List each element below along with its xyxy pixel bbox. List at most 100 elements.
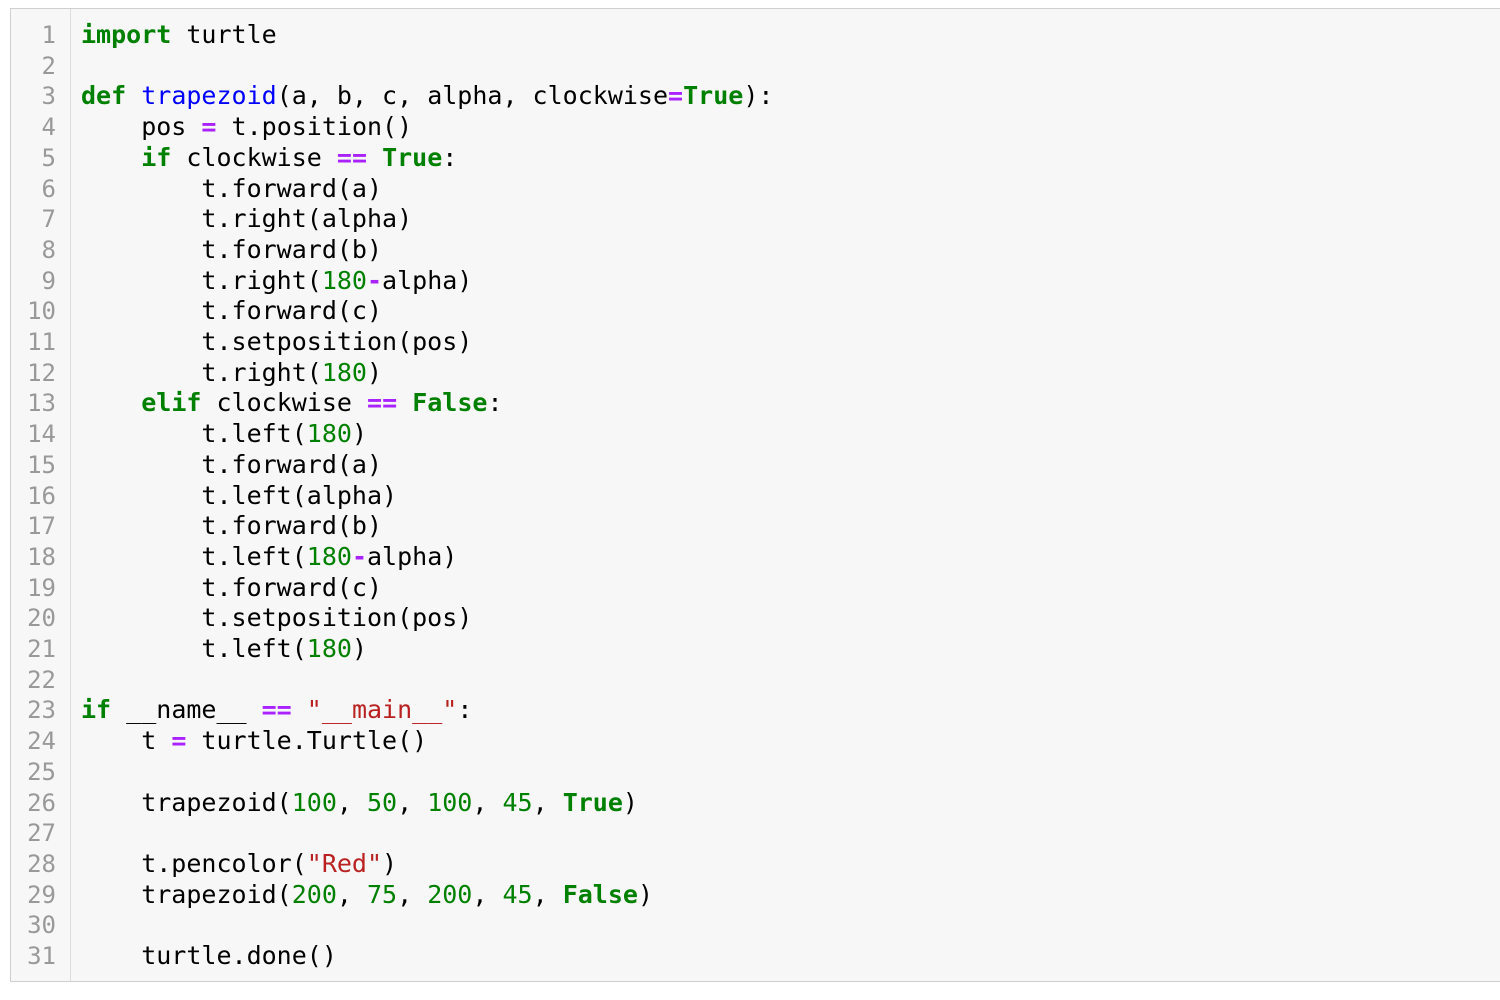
code-token: 180 (306, 419, 352, 449)
line-number: 15 (27, 450, 56, 479)
line-number: 23 (27, 696, 56, 725)
code-line[interactable]: t.pencolor("Red") (81, 849, 397, 880)
line-number: 26 (27, 788, 56, 817)
code-token: 100 (291, 787, 337, 817)
code-line[interactable]: t.forward(a) (81, 450, 382, 481)
code-token: t.right( (81, 265, 322, 295)
code-line[interactable]: t.forward(a) (81, 174, 382, 205)
code-token: if (81, 695, 112, 725)
line-number: 13 (27, 389, 56, 418)
line-number: 7 (41, 205, 56, 234)
code-token: __name__ (111, 695, 262, 725)
code-line[interactable]: import turtle (81, 20, 277, 51)
line-number: 29 (27, 880, 56, 909)
code-token: 45 (502, 787, 533, 817)
code-token: "Red" (306, 848, 383, 878)
code-line[interactable]: t.forward(b) (81, 235, 382, 266)
code-token: clockwise (201, 388, 368, 418)
code-line[interactable]: t.forward(b) (81, 511, 382, 542)
code-token: , (397, 879, 428, 909)
line-number: 1 (41, 21, 56, 49)
code-line[interactable]: turtle.done() (81, 941, 337, 972)
line-number: 28 (27, 849, 56, 878)
code-line[interactable]: t.forward(c) (81, 573, 382, 604)
code-line[interactable]: t.right(180-alpha) (81, 266, 472, 297)
code-token: ) (382, 848, 398, 878)
code-token: == (336, 142, 368, 172)
code-token: turtle.Turtle() (186, 726, 428, 756)
code-token (397, 388, 412, 417)
code-line[interactable]: pos = t.position() (81, 112, 412, 143)
code-line[interactable]: t.left(180) (81, 419, 367, 450)
code-token: 180 (321, 265, 367, 295)
code-token: 180 (306, 634, 352, 663)
code-token: , (532, 787, 563, 817)
code-line[interactable]: trapezoid(100, 50, 100, 45, True) (81, 788, 638, 819)
code-token: pos (81, 112, 202, 142)
code-line[interactable]: t.left(180-alpha) (81, 542, 457, 573)
code-token: t.left( (81, 541, 307, 571)
code-token: , (532, 879, 563, 909)
code-token: , (397, 787, 428, 817)
code-line[interactable]: t.forward(c) (81, 296, 382, 327)
code-token: - (351, 541, 367, 571)
code-token: : (442, 142, 458, 172)
line-number: 30 (27, 911, 56, 940)
code-line[interactable]: def trapezoid(a, b, c, alpha, clockwise=… (81, 81, 773, 112)
code-area[interactable]: import turtle def trapezoid(a, b, c, alph… (71, 9, 1500, 981)
code-line[interactable]: t.left(alpha) (81, 481, 397, 512)
line-number: 5 (41, 143, 56, 172)
code-token: 75 (366, 879, 398, 909)
code-token: t.right(alpha) (81, 204, 413, 234)
code-token: ) (366, 357, 383, 387)
code-token: False (412, 388, 488, 418)
code-token: , (472, 879, 503, 909)
line-number: 27 (27, 819, 56, 848)
code-token: t.forward(c) (81, 572, 383, 602)
code-token: if (141, 142, 172, 172)
line-number: 10 (27, 297, 56, 326)
code-token: t.right( (81, 357, 322, 387)
code-line[interactable]: elif clockwise == False: (81, 388, 502, 419)
code-token: 45 (502, 879, 533, 909)
code-line[interactable]: trapezoid(200, 75, 200, 45, False) (81, 880, 653, 911)
line-number: 22 (27, 665, 56, 694)
line-number: 2 (41, 51, 56, 80)
code-token: clockwise (171, 142, 337, 172)
code-token: 200 (427, 879, 473, 909)
code-token: = (668, 81, 684, 111)
code-token: alpha) (382, 265, 473, 295)
code-line[interactable]: if clockwise == True: (81, 143, 457, 174)
code-token: t.pencolor( (81, 848, 307, 878)
code-token: t.left( (81, 419, 307, 449)
code-token: 100 (427, 787, 473, 817)
code-token: : (457, 695, 473, 725)
code-token: t.forward(a) (81, 449, 383, 479)
code-token: ): (743, 81, 774, 111)
code-line[interactable]: t.setposition(pos) (81, 327, 472, 358)
code-token: def (81, 81, 127, 111)
line-number: 14 (27, 420, 56, 449)
code-token: "__main__" (306, 695, 458, 725)
code-token: == (367, 388, 398, 418)
line-number: 11 (27, 328, 56, 356)
code-token: t (81, 726, 172, 756)
code-line[interactable]: t.right(alpha) (81, 204, 412, 235)
code-token: turtle (171, 20, 277, 49)
code-token: t.forward(b) (81, 511, 383, 541)
code-token: True (562, 787, 623, 817)
code-token: t.position() (216, 112, 413, 142)
code-line[interactable]: if __name__ == "__main__": (81, 695, 472, 726)
code-line[interactable]: t.right(180) (81, 358, 382, 389)
code-token: False (562, 879, 638, 909)
code-token: 180 (321, 357, 367, 387)
code-line[interactable]: t.setposition(pos) (81, 603, 472, 634)
code-token (292, 695, 307, 724)
code-token: elif (141, 388, 202, 418)
code-line[interactable]: t.left(180) (81, 634, 367, 665)
code-token: alpha) (367, 541, 458, 571)
code-line[interactable]: t = turtle.Turtle() (81, 726, 427, 757)
code-token: ) (351, 634, 367, 663)
